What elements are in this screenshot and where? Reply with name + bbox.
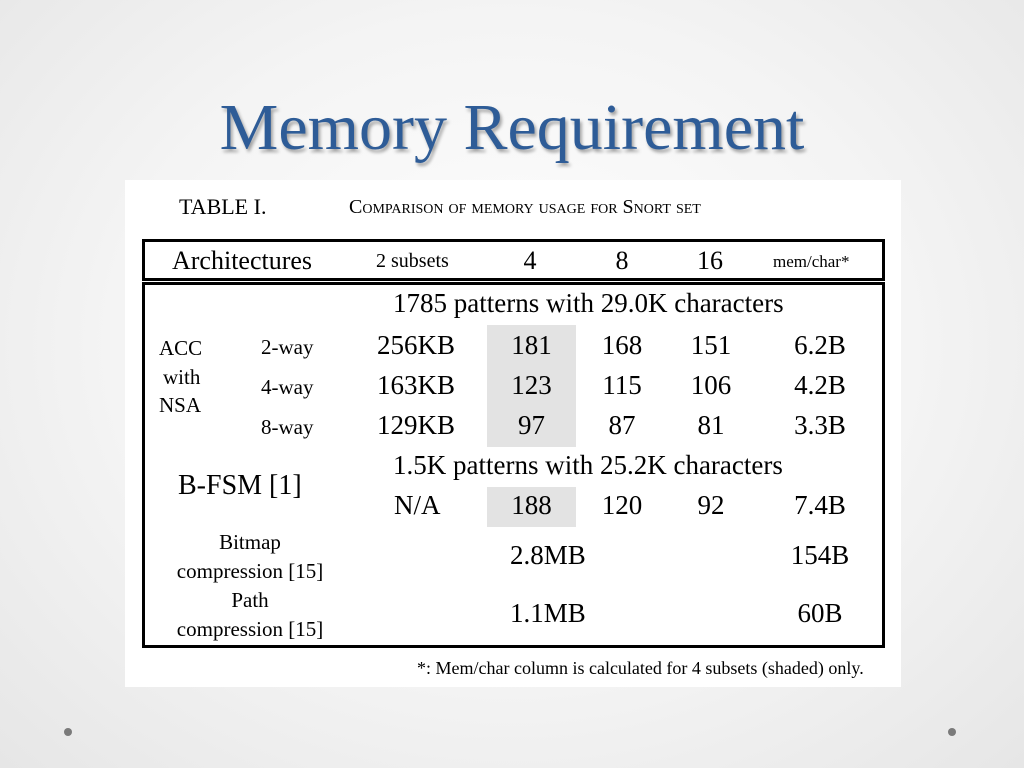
row-way-label: 8-way bbox=[261, 415, 314, 439]
bottom-right-dot bbox=[948, 728, 956, 736]
header-16: 16 bbox=[697, 246, 723, 275]
cell-mem-char: 4.2B bbox=[794, 370, 846, 400]
cell-16-subsets: 81 bbox=[697, 410, 725, 440]
cell-16-subsets: 92 bbox=[697, 490, 725, 520]
bitmap-value: 2.8MB bbox=[510, 540, 586, 570]
cell-4-subsets: 97 bbox=[518, 410, 545, 440]
cell-mem-char: 3.3B bbox=[794, 410, 846, 440]
table-body-box bbox=[142, 282, 885, 648]
path-value: 1.1MB bbox=[510, 598, 586, 628]
path-label-line2: compression [15] bbox=[176, 617, 324, 641]
cell-2-subsets: 163KB bbox=[377, 370, 456, 400]
shaded-column-acc bbox=[487, 325, 576, 447]
row-way-label: 4-way bbox=[261, 375, 314, 399]
cell-8-subsets: 168 bbox=[601, 330, 643, 360]
cell-mem-char: 7.4B bbox=[794, 490, 846, 520]
bitmap-label-line2: compression [15] bbox=[176, 559, 324, 583]
bitmap-mem-char: 154B bbox=[790, 540, 850, 570]
cell-2-subsets: 256KB bbox=[377, 330, 456, 360]
bfsm-label: B-FSM [1] bbox=[178, 470, 302, 501]
header-architectures: Architectures bbox=[172, 246, 313, 275]
acc-label-line3: NSA bbox=[159, 393, 202, 417]
cell-8-subsets: 115 bbox=[602, 370, 642, 400]
cell-16-subsets: 151 bbox=[690, 330, 732, 360]
cell-4-subsets: 188 bbox=[511, 490, 552, 520]
path-label-line1: Path bbox=[231, 588, 269, 612]
acc-label-line1: ACC bbox=[159, 336, 203, 360]
bfsm-pattern-note: 1.5K patterns with 25.2K characters bbox=[393, 450, 783, 480]
slide-title: Memory Requirement bbox=[219, 91, 805, 164]
header-4: 4 bbox=[523, 246, 537, 275]
cell-16-subsets: 106 bbox=[690, 370, 732, 400]
acc-label-line2: with bbox=[163, 365, 201, 389]
path-mem-char: 60B bbox=[797, 598, 843, 628]
cell-2-subsets: N/A bbox=[394, 490, 441, 520]
cell-8-subsets: 87 bbox=[608, 410, 636, 440]
bottom-left-dot bbox=[64, 728, 72, 736]
cell-8-subsets: 120 bbox=[601, 490, 643, 520]
table-footnote: *: Mem/char column is calculated for 4 s… bbox=[417, 658, 864, 678]
header-2-subsets: 2 subsets bbox=[376, 250, 449, 272]
cell-mem-char: 6.2B bbox=[794, 330, 846, 360]
header-8: 8 bbox=[615, 246, 629, 275]
cell-4-subsets: 123 bbox=[511, 370, 552, 400]
table-image: TABLE I. Comparison of memory usage for … bbox=[125, 180, 901, 687]
bitmap-label-line1: Bitmap bbox=[219, 530, 281, 554]
table-caption-text: Comparison of memory usage for Snort set bbox=[349, 196, 701, 218]
table-caption-label: TABLE I. bbox=[179, 194, 267, 219]
header-mem-char: mem/char* bbox=[773, 252, 850, 271]
cell-2-subsets: 129KB bbox=[377, 410, 456, 440]
table-header-box bbox=[142, 239, 885, 281]
shaded-cell-bfsm bbox=[487, 487, 576, 527]
cell-4-subsets: 181 bbox=[511, 330, 552, 360]
row-way-label: 2-way bbox=[261, 335, 314, 359]
acc-pattern-note: 1785 patterns with 29.0K characters bbox=[393, 288, 784, 318]
